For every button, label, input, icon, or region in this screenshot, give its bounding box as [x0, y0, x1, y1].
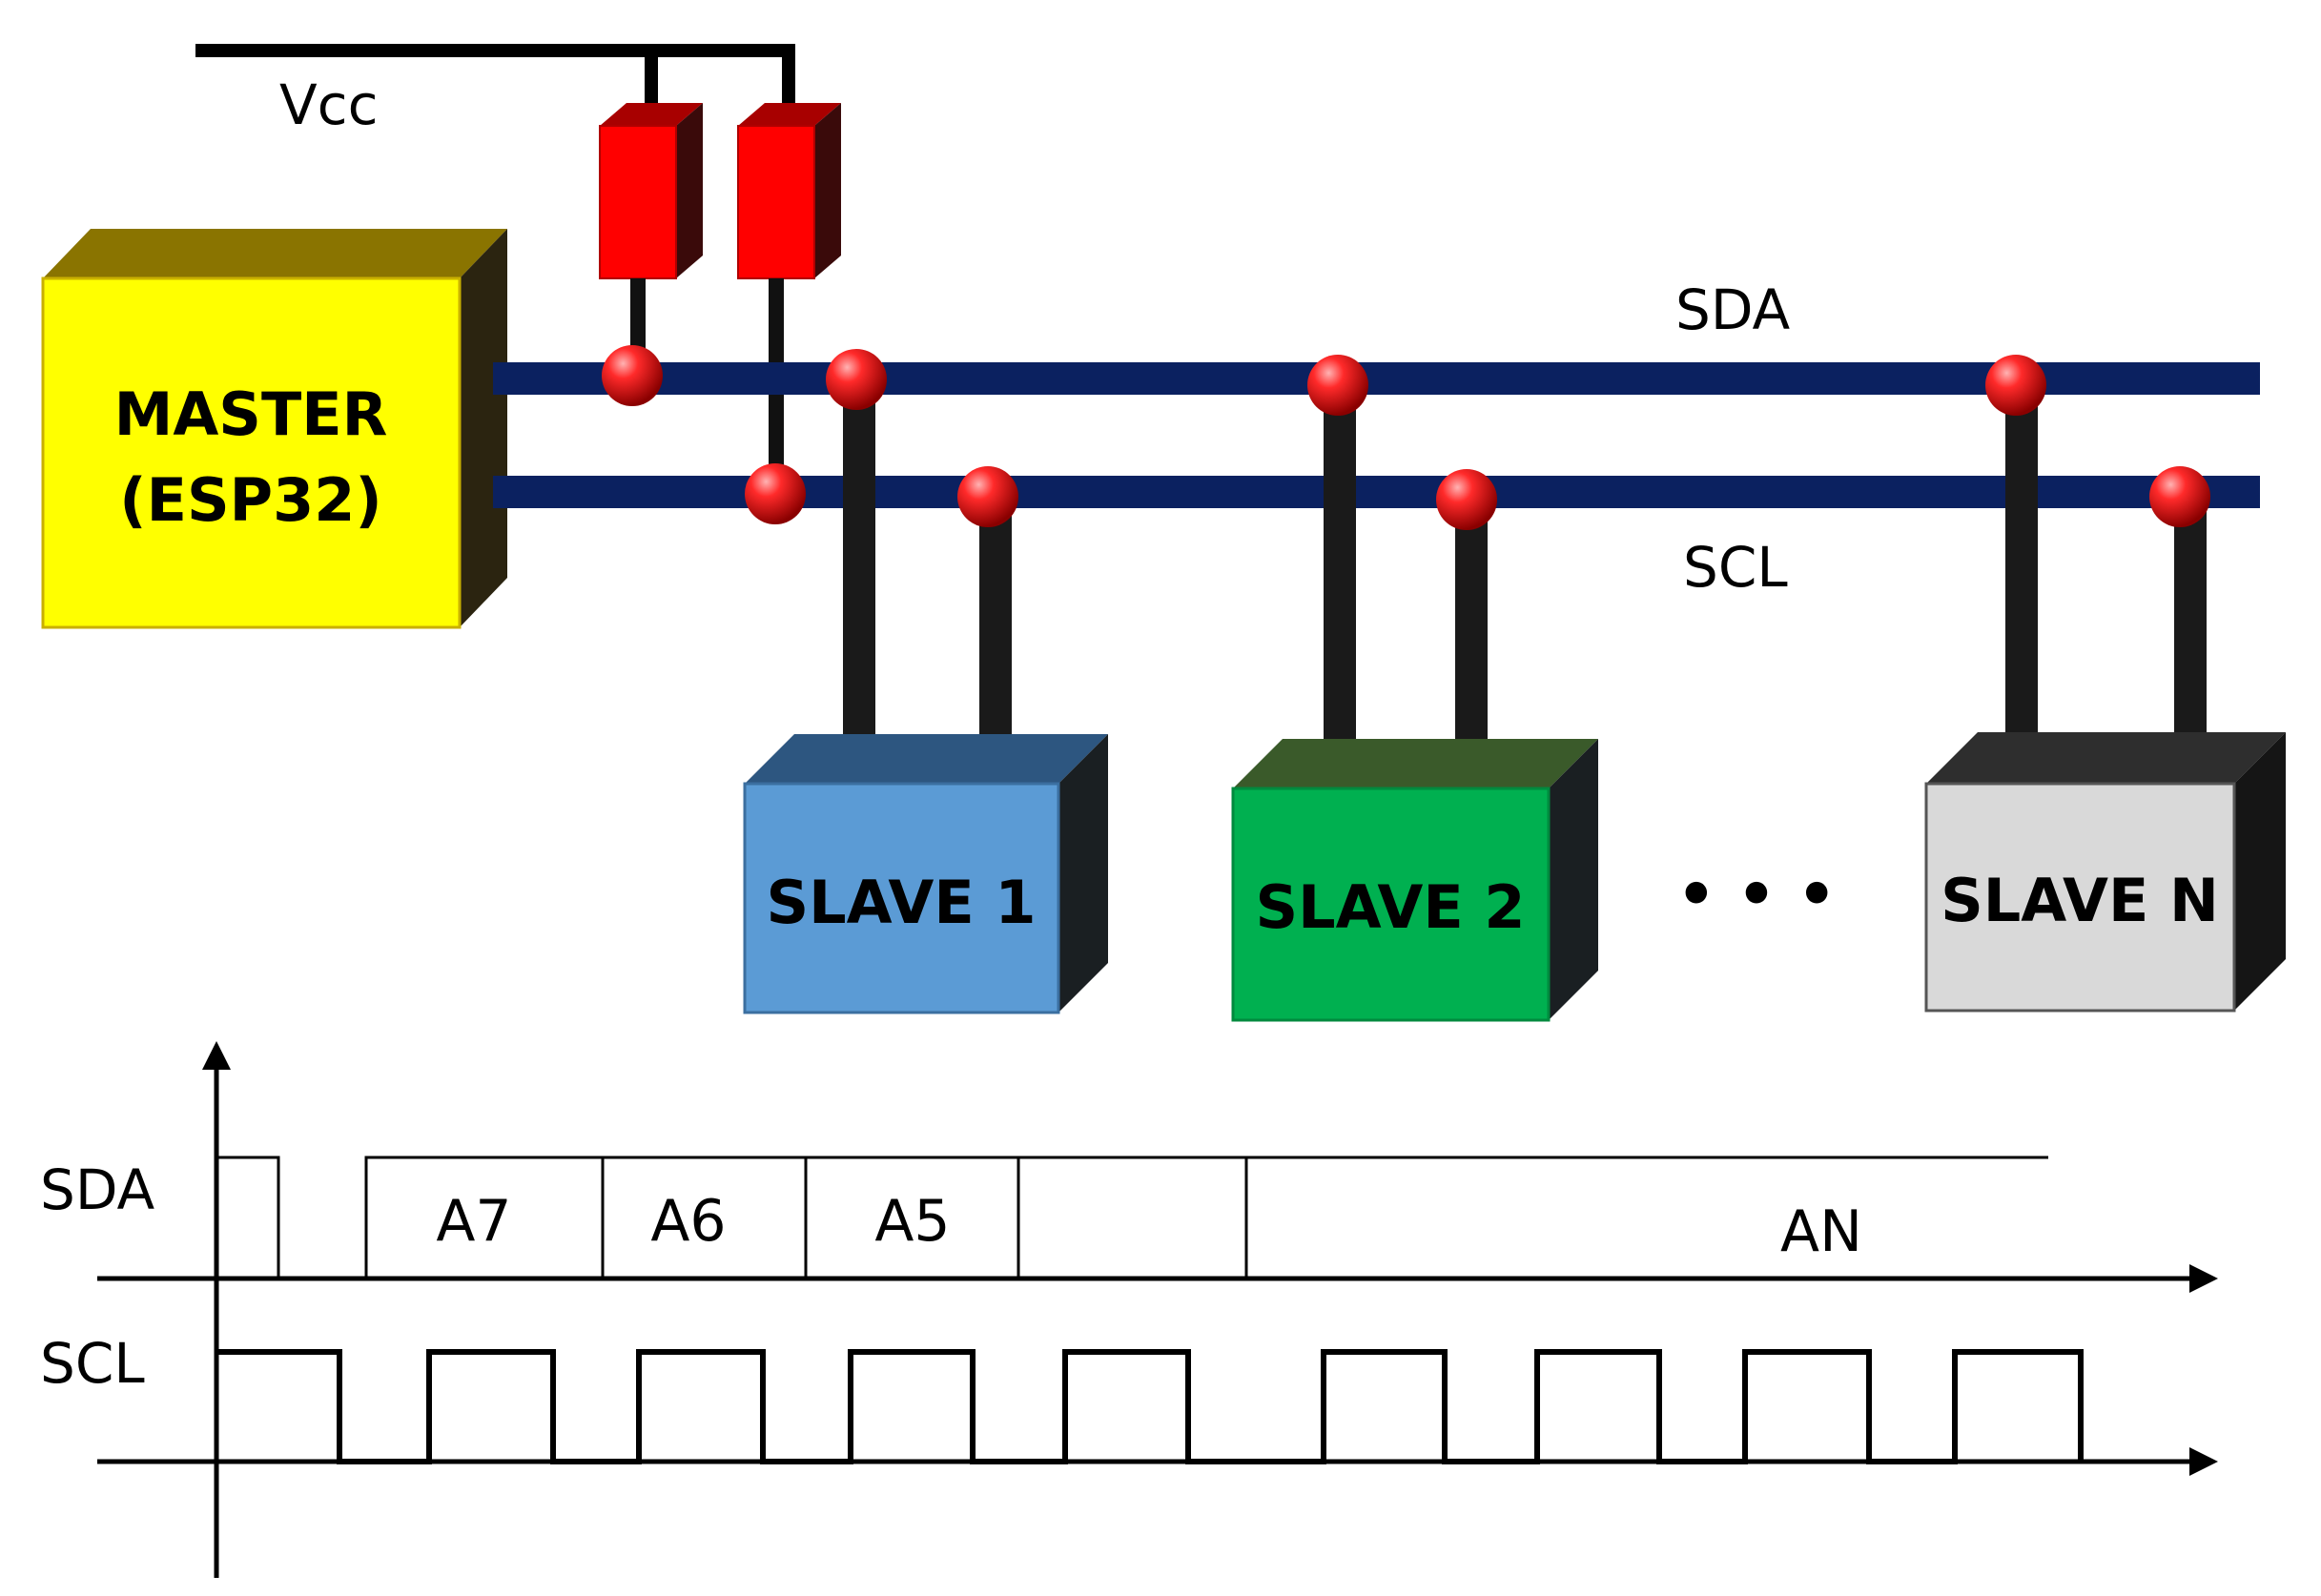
master-block — [41, 229, 507, 629]
vcc-label: Vcc — [279, 72, 378, 137]
node-sda-pullup — [602, 345, 663, 406]
scl-bus-label: SCL — [1683, 535, 1788, 600]
ellipsis: • • • — [1676, 860, 1836, 931]
sda-bus-label: SDA — [1675, 277, 1790, 342]
node-slave1-scl — [957, 466, 1018, 527]
node-slave2-sda — [1307, 355, 1368, 416]
pullup-resistor-sda — [599, 103, 703, 279]
slave-wires — [843, 381, 2207, 756]
slave-n-block — [1924, 732, 2286, 1013]
slave-1-block — [743, 734, 1108, 1014]
bus-nodes — [602, 345, 2210, 530]
sda-segment-a7: A7 — [436, 1188, 511, 1255]
sda-waveform — [216, 1156, 2048, 1280]
slave-2-block — [1231, 739, 1598, 1022]
sda-segment-a6: A6 — [650, 1188, 726, 1255]
node-slaven-sda — [1985, 355, 2046, 416]
master-label-line2: (ESP32) — [119, 465, 381, 535]
node-slaven-scl — [2149, 466, 2210, 527]
node-scl-pullup — [745, 463, 806, 524]
sda-segment-an: AN — [1780, 1198, 1862, 1265]
slave-1-label: SLAVE 1 — [767, 868, 1037, 937]
node-slave1-sda — [826, 349, 887, 410]
sda-bit-dividers — [601, 1157, 1248, 1279]
vcc-rail — [195, 44, 795, 110]
sda-signal-label: SDA — [40, 1157, 154, 1222]
sda-bus — [493, 362, 2260, 395]
node-slave2-scl — [1436, 469, 1497, 530]
pullup-resistor-scl — [737, 103, 841, 279]
sda-segment-a5: A5 — [874, 1188, 950, 1255]
master-label-line1: MASTER — [114, 379, 388, 449]
timing-diagram: A7 A6 A5 AN — [97, 1041, 2218, 1578]
slave-2-label: SLAVE 2 — [1256, 872, 1526, 942]
scl-waveform — [216, 1349, 2084, 1464]
scl-signal-label: SCL — [40, 1331, 145, 1396]
slave-n-label: SLAVE N — [1941, 866, 2219, 935]
